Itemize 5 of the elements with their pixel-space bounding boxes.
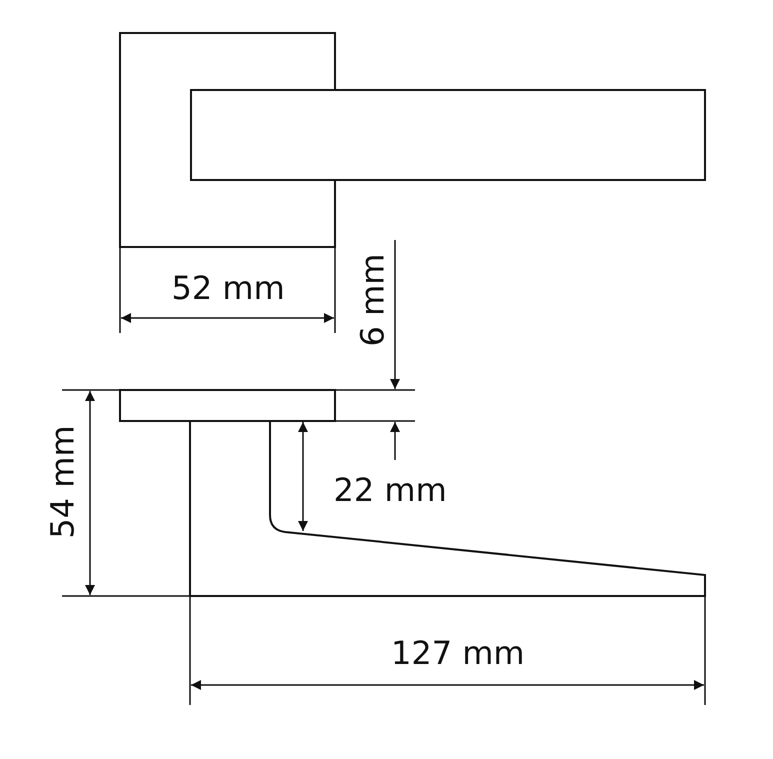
dimension-label: 54 mm — [46, 425, 78, 539]
dimension-label: 127 mm — [391, 637, 525, 669]
dimension-label: 52 mm — [172, 272, 285, 304]
dimension-label: 22 mm — [334, 474, 447, 506]
dimension-label: 6 mm — [356, 254, 388, 346]
